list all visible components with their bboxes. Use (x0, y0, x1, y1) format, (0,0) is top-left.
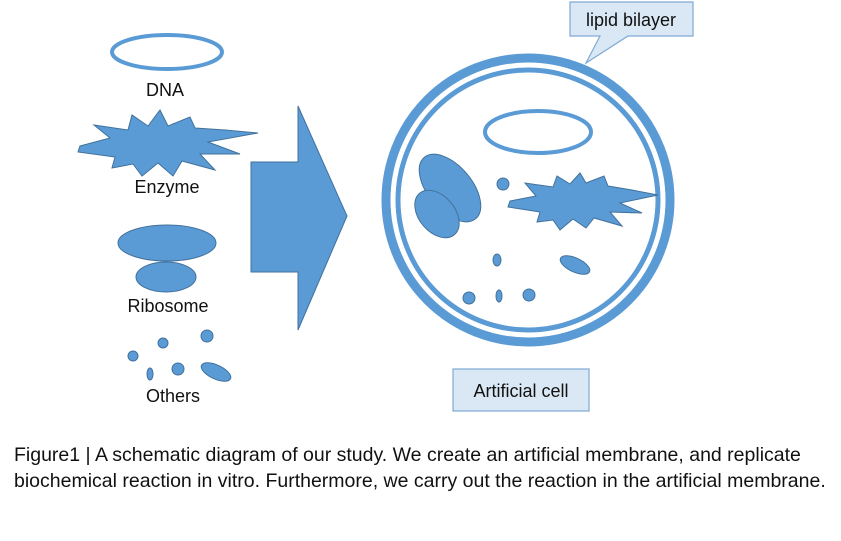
artificial-cell-label-box: Artificial cell (452, 368, 590, 412)
cell-molecule-dot (495, 289, 503, 303)
cell-dna-ring-shape (483, 109, 593, 155)
others-dot (171, 362, 185, 376)
figure-caption: Figure1 | A schematic diagram of our stu… (14, 444, 826, 492)
dna-ring-shape (110, 33, 224, 71)
lipid-bilayer-callout: lipid bilayer (569, 1, 694, 65)
artificial-cell (381, 53, 675, 347)
cell-molecule-dot (462, 291, 476, 305)
others-dot (127, 350, 139, 362)
others-label: Others (146, 386, 200, 406)
ribosome-small-subunit-shape (135, 261, 197, 293)
lipid-bilayer-outer-ring (381, 53, 675, 347)
process-arrow-shape (250, 105, 348, 331)
ribosome-label: Ribosome (127, 296, 208, 316)
schematic-diagram: DNA Enzyme Ribosome Others lipid bilayer (77, 1, 694, 412)
cell-ribosome-small-shape (414, 189, 460, 239)
cell-molecule-oval (559, 255, 591, 275)
cell-molecule-dot (492, 253, 502, 267)
dna-label: DNA (146, 80, 184, 100)
enzyme-star-shape (77, 109, 259, 177)
others-dot (146, 367, 154, 381)
others-oval (200, 362, 232, 382)
lipid-bilayer-callout-box (569, 1, 694, 65)
others-dot (200, 329, 214, 343)
cell-molecule-dot (496, 177, 510, 191)
cell-enzyme-star-shape (507, 172, 659, 231)
others-molecules-shape (127, 329, 232, 382)
lipid-bilayer-inner-ring (395, 67, 661, 333)
artificial-cell-label-rect (452, 368, 590, 412)
enzyme-label: Enzyme (134, 177, 199, 197)
ribosome-large-subunit-shape (117, 224, 217, 262)
artificial-cell-label-text: Artificial cell (473, 381, 568, 401)
lipid-bilayer-callout-text: lipid bilayer (586, 10, 676, 30)
cell-molecule-dot (522, 288, 536, 302)
others-dot (157, 337, 169, 349)
